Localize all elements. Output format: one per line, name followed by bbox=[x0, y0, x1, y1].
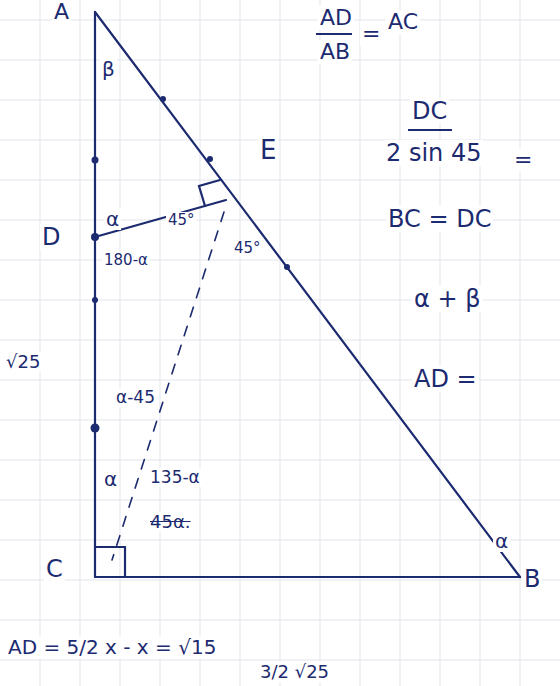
vertex-label: A bbox=[52, 0, 71, 24]
fraction-bars bbox=[316, 34, 452, 130]
equation: 2 sin 45 bbox=[384, 140, 483, 166]
angle-label: α bbox=[102, 468, 119, 490]
equation: BC = DC bbox=[386, 206, 493, 232]
tick-dots bbox=[91, 96, 291, 433]
angle-label: 180-α bbox=[102, 252, 150, 269]
angle-label: α bbox=[493, 530, 510, 552]
angle-label: 45° bbox=[166, 212, 197, 229]
equation: AB bbox=[318, 40, 352, 64]
angle-label: 45° bbox=[232, 240, 263, 257]
vertex-label: C bbox=[44, 556, 65, 582]
length-note: √25 bbox=[4, 352, 42, 372]
scribble-note: 45α. bbox=[148, 512, 193, 532]
equation: DC bbox=[410, 98, 449, 124]
equation: α + β bbox=[412, 286, 483, 312]
equation: AD bbox=[318, 6, 354, 30]
angle-label: α bbox=[104, 208, 121, 230]
angle-label: 135-α bbox=[148, 468, 202, 487]
vertex-label: E bbox=[258, 136, 278, 165]
angle-label: α-45 bbox=[114, 388, 157, 407]
equation: AD = 5/2 x - x = √15 bbox=[6, 636, 218, 658]
vertex-label: D bbox=[40, 224, 62, 250]
equation: 3/2 √25 bbox=[258, 662, 331, 682]
equation: AD = bbox=[412, 366, 479, 392]
angle-label: β bbox=[100, 58, 117, 80]
equation: = bbox=[360, 22, 382, 46]
vertex-label: B bbox=[522, 566, 542, 592]
equation: AC bbox=[386, 10, 420, 34]
triangle bbox=[95, 12, 520, 577]
equation: = bbox=[512, 148, 534, 172]
